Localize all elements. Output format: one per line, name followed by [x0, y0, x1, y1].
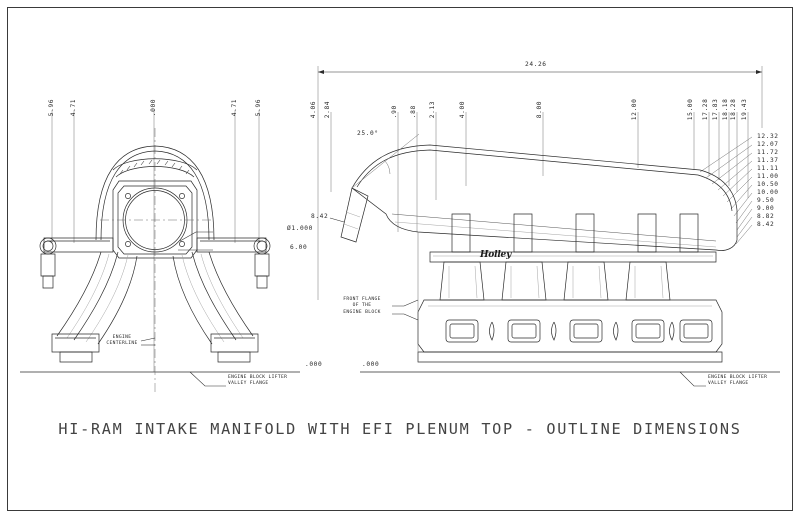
- side-dim-4: 2.13: [428, 100, 436, 119]
- side-dim-6: 8.00: [535, 100, 543, 119]
- side-dim-12: 18.28: [729, 98, 737, 121]
- angle-callout: 25.0°: [357, 130, 379, 137]
- side-right-dim-8: 9.50: [757, 197, 775, 204]
- side-right-dim-5: 11.00: [757, 173, 779, 180]
- side-right-dim-0: 12.32: [757, 133, 779, 140]
- bore-diameter-callout: Ø1.000: [287, 225, 313, 232]
- front-baseline-datum: .000: [305, 361, 323, 368]
- side-dim-13: 19.43: [740, 98, 748, 121]
- bolt-spacing-callout: 6.00: [290, 244, 308, 251]
- drawing-title: HI-RAM INTAKE MANIFOLD WITH EFI PLENUM T…: [58, 420, 742, 438]
- side-view-geometry: [317, 66, 780, 387]
- side-right-dim-1: 12.07: [757, 141, 779, 148]
- side-right-dim-2: 11.72: [757, 149, 779, 156]
- holley-logo: Holley: [480, 250, 512, 260]
- sheet-border: [7, 7, 793, 511]
- side-dim-7: 12.00: [630, 98, 638, 121]
- front-dim-0: 5.96: [47, 98, 55, 117]
- front-dim-4: 5.96: [254, 98, 262, 117]
- front-dim-2: .000: [149, 98, 157, 117]
- side-dim-5: 4.00: [458, 100, 466, 119]
- side-right-dim-9: 9.00: [757, 205, 775, 212]
- overall-width-dim: 24.26: [525, 61, 547, 68]
- side-dim-8: 15.00: [686, 98, 694, 121]
- front-dim-1: 4.71: [69, 98, 77, 117]
- front-flange-callout: FRONT FLANGE OF THE ENGINE BLOCK: [343, 297, 381, 315]
- engine-centerline-callout: ENGINE CENTERLINE: [106, 335, 138, 347]
- front-dim-3: 4.71: [230, 98, 238, 117]
- side-baseline-datum: .000: [362, 361, 380, 368]
- side-dim-0: 4.06: [309, 100, 317, 119]
- front-view-geometry: [20, 110, 300, 392]
- side-dim-11: 18.18: [721, 98, 729, 121]
- side-right-dim-11: 8.42: [757, 221, 775, 228]
- side-right-dim-3: 11.37: [757, 157, 779, 164]
- side-right-dim-6: 10.50: [757, 181, 779, 188]
- side-dim-10: 17.83: [711, 98, 719, 121]
- side-dim-1: 2.84: [323, 100, 331, 119]
- side-dim-2: .90: [390, 105, 398, 119]
- front-valley-flange-callout: ENGINE BLOCK LIFTER VALLEY FLANGE: [228, 375, 288, 387]
- side-right-dim-4: 11.11: [757, 165, 779, 172]
- side-dim-3: .88: [409, 105, 417, 119]
- side-right-dim-10: 8.82: [757, 213, 775, 220]
- plenum-lip-dim: 8.42: [311, 213, 329, 220]
- side-right-dim-7: 10.00: [757, 189, 779, 196]
- side-dim-9: 17.28: [701, 98, 709, 121]
- side-valley-flange-callout: ENGINE BLOCK LIFTER VALLEY FLANGE: [708, 375, 768, 387]
